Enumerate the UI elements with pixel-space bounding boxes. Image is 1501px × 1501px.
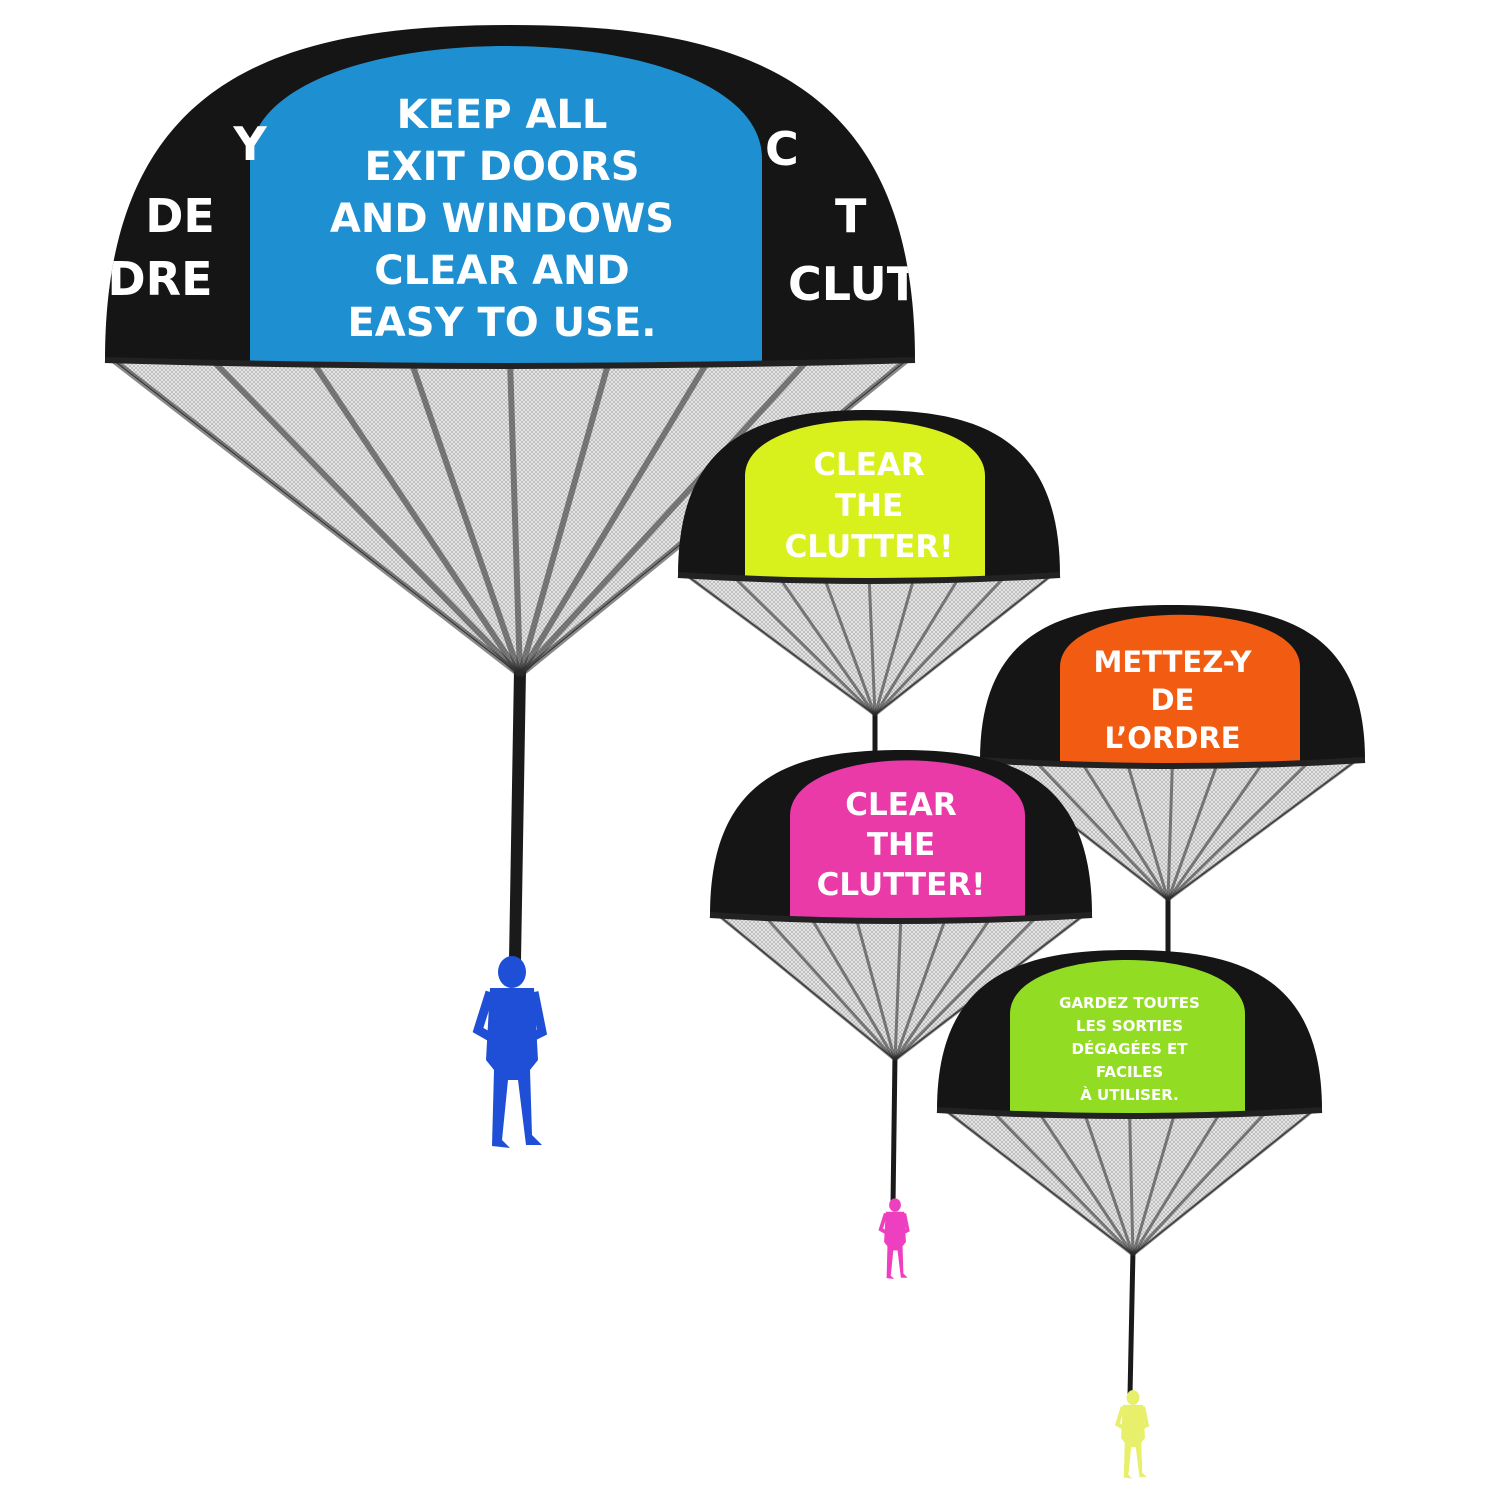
- net-shroud: [111, 357, 522, 678]
- net-shroud: [893, 914, 949, 1061]
- net-shroud: [853, 914, 897, 1061]
- net-shroud: [517, 358, 712, 677]
- canopy-text-line: L’ORDRE: [1104, 721, 1240, 755]
- canopy-text-line: DÉGAGÉES ET: [1072, 1039, 1189, 1058]
- net-shroud: [1132, 1108, 1315, 1257]
- orange-parachute: METTEZ-Y DE L’ORDRE: [979, 605, 1366, 955]
- side-text-left: Y: [232, 117, 267, 171]
- toy-soldier-figure: [878, 1198, 910, 1279]
- net-shroud: [308, 358, 523, 677]
- canopy-text-line: FACILES: [1096, 1063, 1163, 1081]
- net-shroud: [1166, 758, 1312, 902]
- canopy-color-panel: [745, 420, 985, 581]
- net-shroud: [874, 573, 1053, 717]
- suspension-line: [890, 1054, 898, 1206]
- net-shroud: [1131, 1109, 1224, 1256]
- net-shroud: [517, 357, 810, 678]
- canopy-text-line: EXIT DOORS: [364, 144, 639, 190]
- net-shroud: [808, 914, 897, 1061]
- net-shroud: [717, 913, 896, 1062]
- pink-parachute: CLEAR THE CLUTTER!: [709, 750, 1093, 1279]
- canopy-rim: [104, 357, 916, 369]
- net-shroud: [1078, 759, 1170, 901]
- net-shroud: [730, 573, 877, 717]
- canopy-text-line: DE: [1151, 683, 1195, 717]
- net-shroud: [1166, 759, 1221, 901]
- net-shroud: [893, 914, 903, 1061]
- canopy-rim: [709, 912, 1093, 924]
- toy-soldier-figure: [1114, 1390, 1150, 1479]
- net-shroud: [1131, 1108, 1269, 1257]
- net-shroud: [1167, 758, 1358, 902]
- canopy-text-line: EASY TO USE.: [347, 300, 656, 346]
- canopy-text-line: CLEAR: [845, 787, 957, 823]
- canopy-text-line: À UTILISER.: [1080, 1085, 1179, 1104]
- canopy-text-line: METTEZ-Y: [1094, 645, 1253, 679]
- net-shroud: [407, 359, 523, 676]
- canopy-text-line: THE: [835, 488, 903, 524]
- net-shroud: [685, 573, 876, 717]
- canopy-text-line: AND WINDOWS: [330, 196, 674, 242]
- net-shroud: [873, 573, 1008, 717]
- net-shroud: [517, 359, 613, 676]
- net-shroud: [990, 1108, 1135, 1257]
- side-text-left: DRE: [107, 252, 212, 306]
- side-text-left: DE: [145, 189, 215, 243]
- lime-parachute: GARDEZ TOUTES LES SORTIES DÉGAGÉES ET FACIL…: [936, 950, 1323, 1479]
- canopy-rim: [677, 572, 1061, 584]
- net-shroud: [867, 574, 877, 716]
- side-text-right: T: [835, 189, 867, 243]
- side-text-right: C: [765, 122, 799, 176]
- net-shroud: [1131, 1109, 1178, 1256]
- canopy-text-line: GARDEZ TOUTES: [1059, 994, 1200, 1012]
- canopy-text-line: KEEP ALL: [397, 92, 608, 138]
- net-shroud: [1033, 758, 1170, 902]
- net-shroud: [776, 574, 877, 716]
- net-shroud: [1166, 759, 1266, 901]
- net-shroud: [944, 1108, 1134, 1257]
- suspension-line: [509, 669, 526, 961]
- canopy-color-panel: [250, 46, 762, 366]
- net-shroud: [873, 574, 962, 716]
- canopy-text-line: CLEAR AND: [374, 248, 630, 294]
- canopy-text-line: THE: [867, 827, 935, 863]
- yellow-green-parachute: CLEAR THE CLUTTER!: [677, 410, 1061, 760]
- suspension-line: [1127, 1249, 1136, 1396]
- net-shroud: [1128, 1109, 1135, 1256]
- net-shroud: [762, 913, 897, 1062]
- net-shroud: [1081, 1109, 1135, 1256]
- net-shroud: [821, 574, 877, 716]
- side-text-right: CLUT: [788, 257, 919, 311]
- net-shroud: [1035, 1109, 1135, 1256]
- canopy-text-line: CLUTTER!: [785, 529, 954, 565]
- canopy-color-panel: [1060, 614, 1300, 766]
- canopy-text-line: CLEAR: [813, 447, 925, 483]
- net-shroud: [873, 574, 917, 716]
- canopy-rim: [936, 1107, 1323, 1119]
- net-shroud: [893, 914, 994, 1061]
- canopy-text-line: LES SORTIES: [1076, 1017, 1183, 1035]
- net-shroud: [1166, 759, 1174, 901]
- net-shroud: [210, 357, 523, 678]
- toy-soldier-figure: [472, 956, 548, 1148]
- net-shroud: [507, 359, 523, 676]
- canopy-text-line: CLUTTER!: [817, 867, 986, 903]
- canopy-rim: [979, 757, 1366, 769]
- net-shroud: [893, 913, 1040, 1062]
- canopy-color-panel: [790, 760, 1025, 921]
- canopy-color-panel: [1010, 960, 1245, 1116]
- net-shroud: [1124, 759, 1170, 901]
